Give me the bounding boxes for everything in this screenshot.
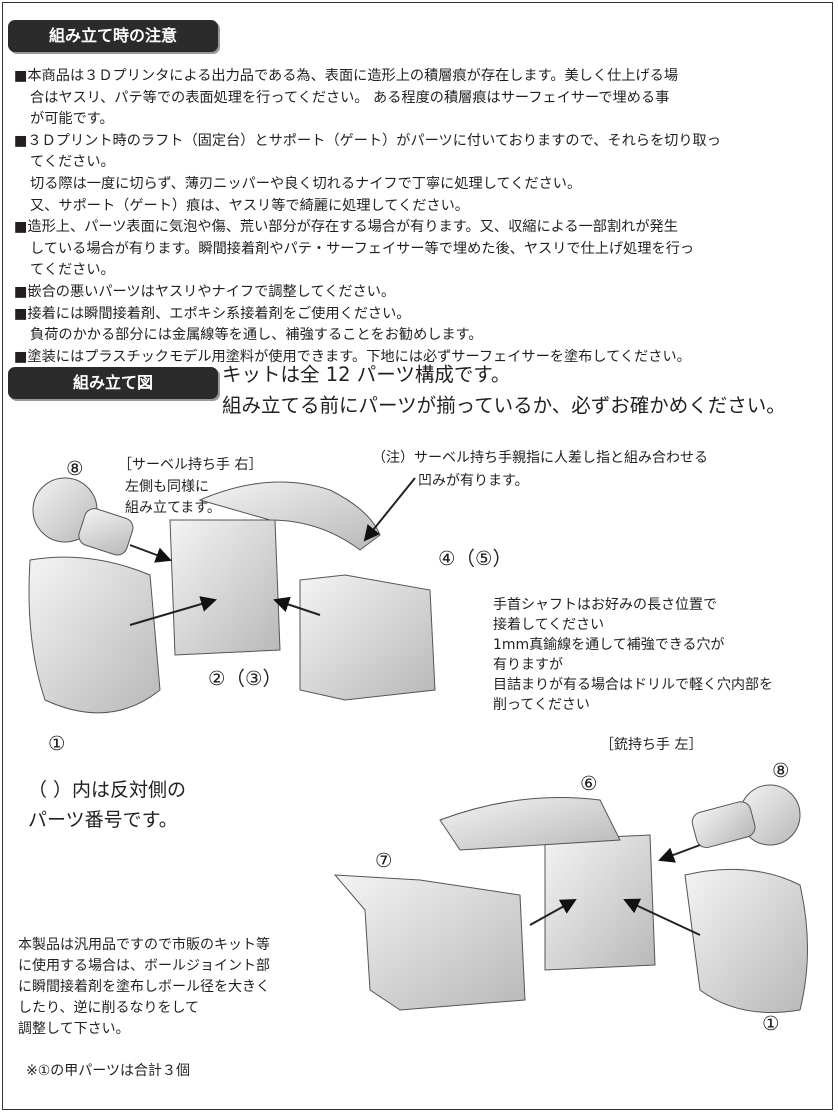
generic-note: に瞬間接着剤を塗布しボール径を大きく <box>18 979 270 995</box>
fingers-part-7 <box>333 874 526 1011</box>
part-label-8-gun: ⑧ <box>772 759 790 782</box>
part-label-8: ⑧ <box>66 457 84 480</box>
note-line: 合はヤスリ、パテ等での表面処理を行ってください。 ある程度の積層痕はサーフェイサ… <box>30 89 670 106</box>
part-label-7: ⑦ <box>375 849 393 872</box>
note-line: てください。 <box>30 262 115 279</box>
note-line: てください。 <box>30 154 115 171</box>
wrist-note: 手首シャフトはお好みの長さ位置で <box>493 597 717 613</box>
fingers-part-4 <box>299 574 436 701</box>
generic-note: 本製品は汎用品ですので市販のキット等 <box>18 937 270 953</box>
index-finger-part <box>439 797 621 851</box>
saber-hand-title: ［サーベル持ち手 右］ <box>118 457 263 473</box>
part-label-1: ① <box>48 732 66 755</box>
ball-joint-part-8-gun <box>691 784 801 849</box>
thumb-note: 凹みが有ります。 <box>418 473 529 489</box>
note-line: ■本商品は３Ｄプリンタによる出力品である為、表面に造形上の積層痕が存在します。美… <box>14 68 679 84</box>
section-title-assembly-diagram: 組み立て図 <box>8 367 218 399</box>
note-line: ■塗装にはプラスチックモデル用塗料が使用できます。下地には必ずサーフェイサーを塗… <box>14 348 691 365</box>
note-line: ■接着には瞬間接着剤、エポキシ系接着剤をご使用ください。 <box>14 305 411 322</box>
thumb-note: （注）サーベル持ち手親指に人差し指と組み合わせる <box>372 450 708 466</box>
palm-part-6 <box>544 834 656 971</box>
note-line: 又、サポート（ゲート）痕は、ヤスリ等で綺麗に処理してください。 <box>30 197 469 214</box>
saber-hand-note: 組み立てます。 <box>125 500 221 516</box>
check-parts-text: 組み立てる前にパーツが揃っているか、必ずお確かめください。 <box>222 394 786 417</box>
note-line: 切る際は一度に切らず、薄刃ニッパーや良く切れるナイフで丁寧に処理してください。 <box>30 175 582 192</box>
note-line: している場合が有ります。瞬間接着剤やパテ・サーフェイサー等で埋めた後、ヤスリで仕… <box>30 240 695 257</box>
note-line: ■３Ｄプリント時のラフト（固定台）とサポート（ゲート）がパーツに付いておりますの… <box>14 132 721 149</box>
assembly-notes-list: ■本商品は３Ｄプリンタによる出力品である為、表面に造形上の積層痕が存在します。美… <box>14 66 721 368</box>
wrist-note: 有りますが <box>493 657 563 673</box>
note-line: 負荷のかかる部分には金属線等を通し、補強することをお勧めします。 <box>30 327 483 344</box>
wrist-note: 接着してください <box>493 617 605 633</box>
part-label-6: ⑥ <box>580 772 598 795</box>
hand-back-part-1-gun <box>684 868 808 1013</box>
generic-note: したり、逆に削るなりをして <box>18 1000 200 1016</box>
paren-note: パーツ番号です。 <box>28 809 178 831</box>
wrist-note: 削ってください <box>493 697 590 713</box>
palm-part-2 <box>169 519 281 656</box>
part-label-2-3: ②（③） <box>208 667 282 690</box>
generic-note: 調整して下さい。 <box>18 1021 130 1037</box>
saber-hand-note: 左側も同様に <box>125 479 209 495</box>
hand-back-part-1 <box>28 556 161 714</box>
ball-joint-part-8 <box>32 477 134 556</box>
parts-count-text: キットは全 12 パーツ構成です。 <box>222 363 511 386</box>
gun-hand-title: ［銃持ち手 左］ <box>600 737 703 753</box>
thumb-part <box>198 481 381 551</box>
note-line: が可能です。 <box>30 111 114 128</box>
generic-note: に使用する場合は、ボールジョイント部 <box>18 958 270 974</box>
section-title-assembly-notes: 組み立て時の注意 <box>8 20 218 52</box>
note-line: ■造形上、パーツ表面に気泡や傷、荒い部分が存在する場合が有ります。又、収縮による… <box>14 219 678 236</box>
footnote: ※①の甲パーツは合計３個 <box>26 1063 191 1079</box>
wrist-note: 1mm真鍮線を通して補強できる穴が <box>493 637 725 653</box>
wrist-note: 目詰まりが有る場合はドリルで軽く穴内部を <box>493 677 773 693</box>
paren-note: （ ）内は反対側の <box>28 779 187 801</box>
part-label-4-5: ④（⑤） <box>438 547 512 570</box>
part-label-1-gun: ① <box>762 1012 780 1035</box>
note-line: ■嵌合の悪いパーツはヤスリやナイフで調整してください。 <box>14 283 396 300</box>
